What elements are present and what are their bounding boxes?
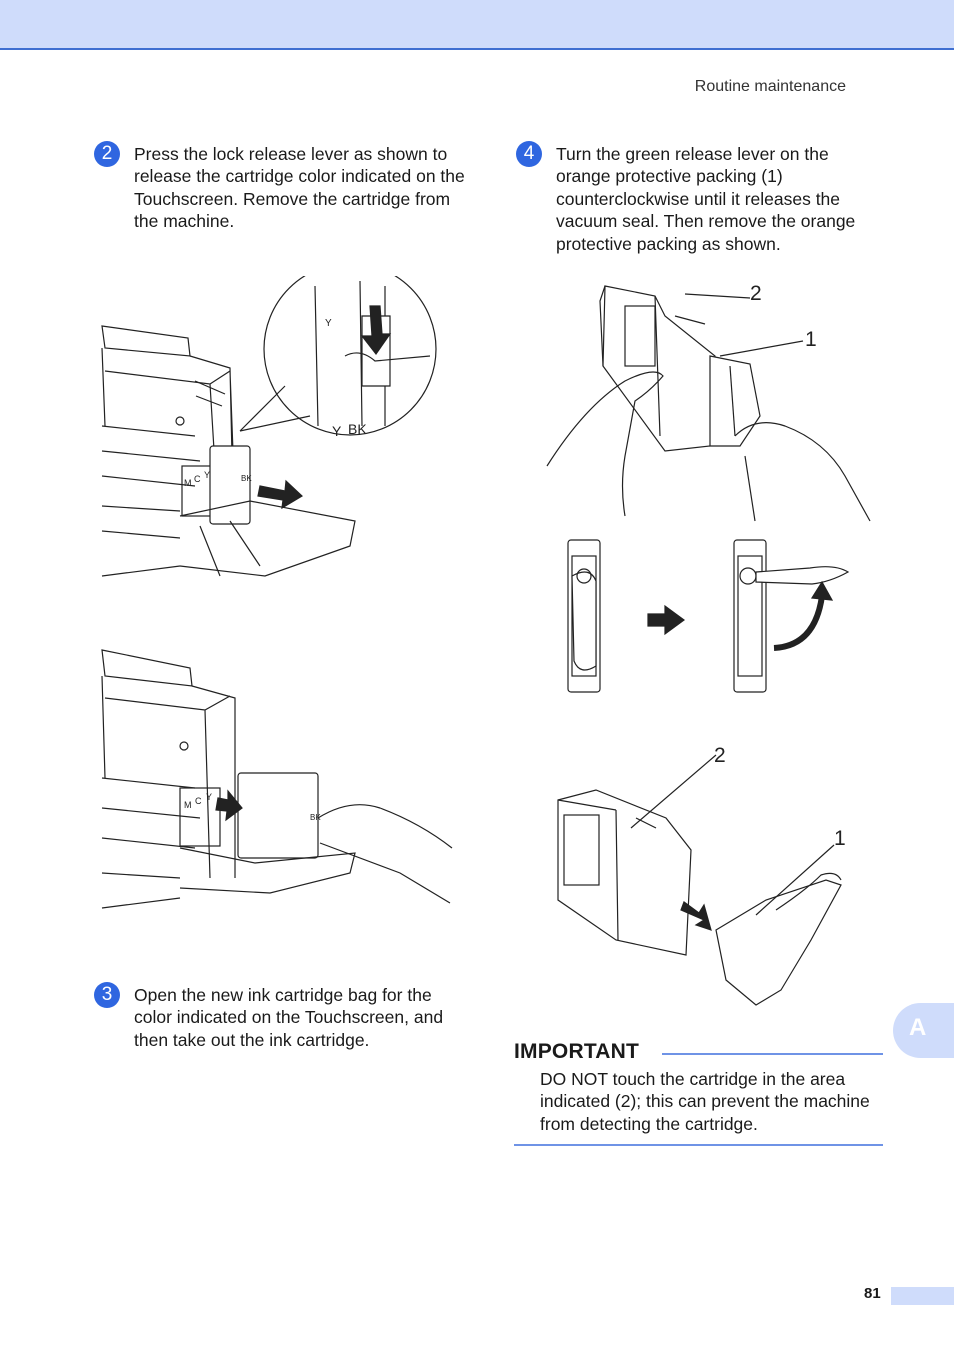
important-rule — [662, 1053, 883, 1055]
protective-packing — [709, 355, 761, 447]
zoom-label-y: Y — [325, 318, 332, 329]
header-band — [0, 0, 954, 50]
step-text: Press the lock release lever as shown to… — [134, 144, 465, 232]
zoom-label-bk: BK — [348, 421, 367, 437]
step-3: 3 Open the new ink cartridge bag for the… — [94, 982, 474, 1062]
ink-label-m: M — [184, 478, 192, 488]
important-note: IMPORTANT DO NOT touch the cartridge in … — [514, 1040, 883, 1146]
ink-label-y: Y — [204, 470, 210, 480]
important-title: IMPORTANT — [514, 1040, 640, 1063]
step-text: Turn the green release lever on the oran… — [556, 144, 856, 254]
important-bottom-rule — [514, 1144, 883, 1146]
step-number: 4 — [516, 141, 542, 167]
step-number: 2 — [94, 141, 120, 167]
ink-label-y: Y — [206, 792, 212, 802]
step-4: 4 Turn the green release lever on the or… — [516, 141, 896, 261]
ink-label-c: C — [194, 474, 201, 484]
remove-cartridge-illustration: M C Y BK Y Y BK — [101, 276, 437, 577]
callout-1: 1 — [805, 328, 817, 351]
cartridge-lever-open — [733, 539, 767, 693]
sequence-arrow-icon — [647, 604, 686, 636]
ink-label-c: C — [195, 796, 202, 806]
callout-2: 2 — [714, 744, 726, 767]
rotate-arrow-icon — [810, 580, 834, 601]
insert-arrow-icon — [215, 789, 243, 822]
appendix-tab[interactable]: A — [893, 1003, 954, 1058]
page-number: 81 — [864, 1285, 881, 1302]
ink-label-m: M — [184, 800, 192, 810]
ink-slot-labels: M C Y — [184, 470, 210, 488]
remove-packing-illustration: 2 1 — [557, 744, 846, 1006]
cartridge-label-bk: BK — [241, 474, 252, 483]
page-number-band — [891, 1287, 954, 1305]
callout-2: 2 — [750, 282, 762, 305]
cartridge-label-bk: BK — [310, 813, 321, 822]
new-ink-cartridge — [237, 772, 319, 859]
insert-cartridge-illustration: M C Y BK — [101, 649, 453, 909]
zoom-detail-circle — [263, 276, 437, 436]
step-text: Open the new ink cartridge bag for the c… — [134, 985, 444, 1050]
pull-arrow-icon — [257, 479, 303, 510]
step-number: 3 — [94, 982, 120, 1008]
remove-arrow-icon — [680, 901, 712, 931]
step-2: 2 Press the lock release lever as shown … — [94, 141, 474, 241]
appendix-tab-label: A — [909, 1014, 927, 1041]
callout-1: 1 — [834, 827, 846, 850]
ink-cartridge — [209, 445, 251, 525]
zoom-label-y-large: Y — [332, 423, 342, 439]
ink-cartridge — [557, 789, 692, 956]
turn-lever-illustration: 2 1 — [546, 282, 871, 522]
lever-rotation-illustration — [567, 539, 850, 693]
important-body: DO NOT touch the cartridge in the area i… — [540, 1069, 870, 1134]
press-down-arrow-icon — [360, 305, 392, 356]
running-head: Routine maintenance — [694, 78, 846, 95]
protective-packing — [715, 879, 842, 1006]
